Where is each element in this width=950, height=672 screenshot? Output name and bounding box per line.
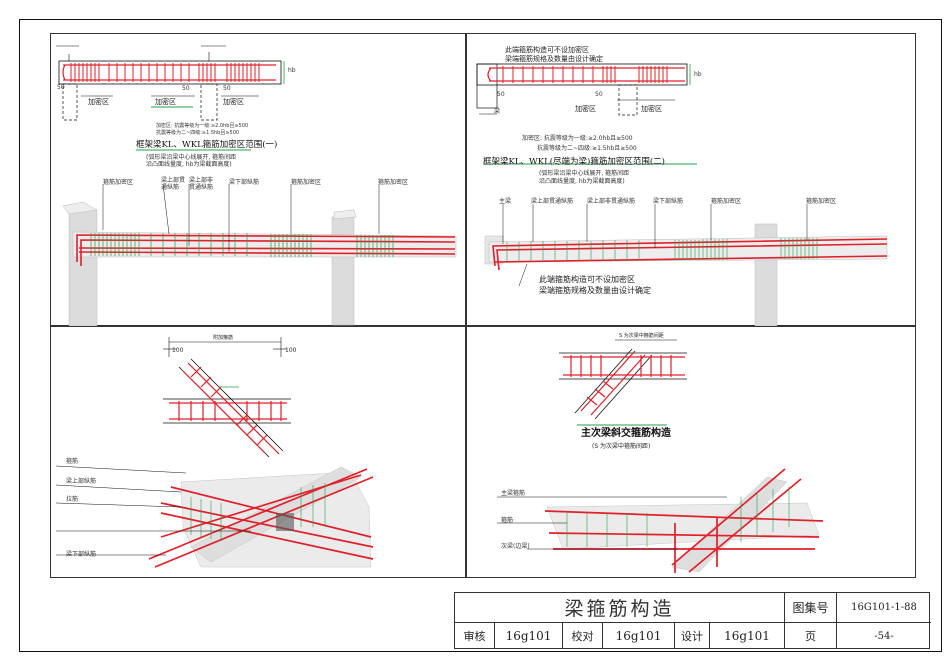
tr-note-seismic-2: 抗震等级为二~四级:≥1.5hb且≥500 (537, 145, 637, 152)
tr-dim-50-a: 50 (497, 91, 505, 98)
tr-sub-2: 沿凸面线量度, hb为梁截面高度) (539, 178, 625, 185)
dense-zone-a: 加密区 (88, 98, 109, 106)
tr-dense-a: 加密区 (575, 105, 596, 113)
callout-br-2: 箍筋 (501, 517, 514, 524)
drawing-frame (19, 19, 942, 652)
callout-bl-4: 梁下部纵筋 (66, 551, 97, 558)
check-value: 16g101 (603, 623, 675, 649)
callout-tr-3: 梁上部非贯通纵筋 (587, 198, 636, 205)
callout-tl-2: 梁上部贯通纵筋 (161, 177, 186, 191)
dense-zone-c: 加密区 (223, 98, 244, 106)
top-left-sub-2: 沿凸面线量度, hb为梁截面高度) (146, 161, 232, 168)
tr-hb: hb (694, 71, 702, 78)
top-left-drawing (56, 45, 457, 327)
page-number: -54- (874, 630, 894, 642)
callout-tr-5: 箍筋加密区 (711, 198, 742, 205)
dense-zone-b: 加密区 (155, 98, 176, 106)
callout-br-1: 主梁箍筋 (501, 490, 526, 497)
page-label: 页 (785, 623, 837, 649)
callout-tr-2: 梁上部贯通纵筋 (531, 198, 574, 205)
callout-bl-2: 梁上部纵筋 (66, 478, 97, 485)
panel-top-right: 此端箍筋构造可不设加密区 梁端箍筋规格及数量由设计确定 50 50 加密区 加密… (466, 33, 916, 327)
bottom-right-drawing (497, 339, 824, 573)
top-left-title: 框架梁KL、WKL箍筋加密区范围(一) (136, 140, 278, 150)
tr-beam-label: 梁 (494, 108, 501, 115)
tr-sub-1: (弧形梁沿梁中心线展开, 箍筋间距 (539, 170, 630, 177)
hb-label: hb (288, 67, 296, 74)
drawing-title: 梁箍筋构造 (455, 593, 785, 622)
atlas-label: 图集号 (785, 593, 837, 622)
panel-top-left: 50 50 50 hb 加密区 加密区 加密区 加密区: 抗震等级为一级:≥2.… (50, 33, 466, 327)
callout-tr-6: 箍筋加密区 (806, 198, 837, 205)
callout-tr-4: 梁下部纵筋 (653, 198, 684, 205)
design-value: 16g101 (710, 623, 785, 649)
dim-50-a: 50 (57, 84, 65, 91)
check-label: 校对 (563, 623, 603, 649)
bottom-left-drawing (55, 337, 374, 568)
callout-br-3: 次梁(边梁) (501, 543, 530, 550)
callout-bl-3: 拉筋 (66, 496, 79, 503)
panel-bottom-left: 附加箍筋 100 100 箍筋 梁上部纵筋 拉筋 梁下部纵筋 (50, 326, 466, 578)
tr-dim-50-b: 50 (595, 91, 603, 98)
bl-top-dim: 附加箍筋 (213, 335, 234, 341)
top-right-title: 框架梁KL、WKL(尽端为梁)箍筋加密区范围(二) (483, 157, 665, 167)
bl-dim-100-a: 100 (172, 347, 184, 354)
review-value: 16g101 (495, 623, 563, 649)
callout-tl-4: 梁下部纵筋 (229, 179, 260, 186)
review-label: 审核 (455, 623, 495, 649)
panel-bottom-right: S 为次梁中箍筋间距 主次梁斜交箍筋构造 (S 为次梁中箍筋间距) 主梁箍筋 箍… (466, 326, 916, 578)
top-right-drawing (476, 63, 888, 327)
callout-tl-5: 箍筋加密区 (291, 179, 322, 186)
tr-top-note-1: 此端箍筋构造可不设加密区 (505, 46, 589, 54)
dim-50-c: 50 (223, 85, 231, 92)
bl-dim-100-b: 100 (285, 347, 297, 354)
note-seismic-1: 加密区: 抗震等级为一级:≥2.0hb且≥500 (156, 123, 249, 129)
top-left-sub-1: (弧形梁沿梁中心线展开, 箍筋间距 (146, 154, 237, 161)
dim-50-b: 50 (182, 85, 190, 92)
atlas-number: 16G101-1-88 (851, 602, 917, 613)
tr-top-note-2: 梁端箍筋规格及数量由设计确定 (505, 55, 603, 63)
title-block: 梁箍筋构造 图集号 16G101-1-88 审核 16g101 校对 16g10… (454, 592, 931, 649)
br-top-dim: S 为次梁中箍筋间距 (619, 333, 664, 339)
tr-note-3: 此端箍筋构造可不设加密区 (539, 275, 635, 284)
callout-tl-6: 箍筋加密区 (378, 179, 409, 186)
bottom-right-subtitle: (S 为次梁中箍筋间距) (592, 443, 651, 450)
tr-dense-b: 加密区 (641, 105, 662, 113)
callout-bl-1: 箍筋 (66, 458, 79, 465)
bottom-right-title: 主次梁斜交箍筋构造 (581, 428, 671, 439)
note-seismic-2: 抗震等级为二~四级:≥1.5hb且≥500 (156, 130, 240, 136)
callout-tl-3: 梁上部非贯通纵筋 (189, 177, 214, 191)
tr-note-seismic-1: 加密区: 抗震等级为一级:≥2.0hb且≥500 (522, 135, 633, 142)
design-label: 设计 (675, 623, 710, 649)
tr-note-4: 梁端箍筋规格及数量由设计确定 (539, 286, 651, 295)
callout-tr-1: 主梁 (499, 198, 512, 205)
callout-tl-1: 箍筋加密区 (103, 179, 134, 186)
